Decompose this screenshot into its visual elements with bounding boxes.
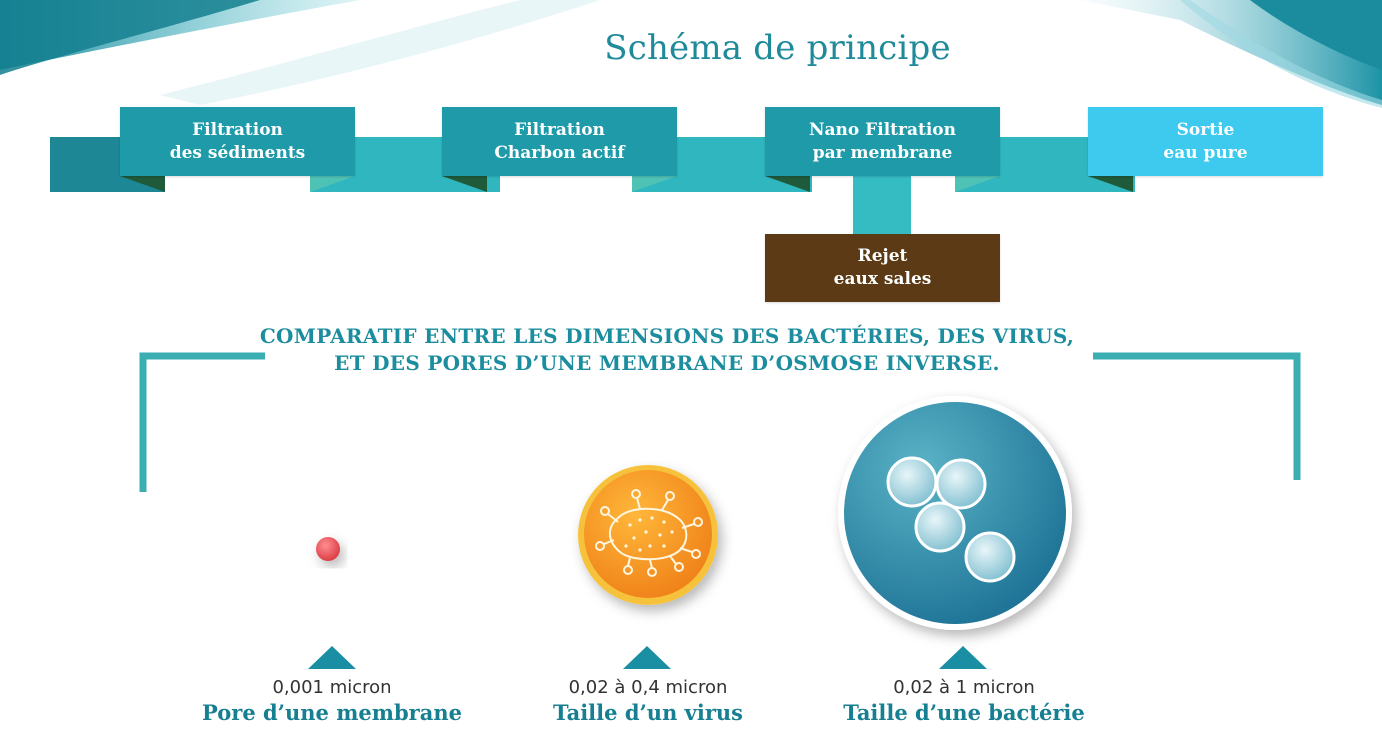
- comparison-heading-line1: COMPARATIF ENTRE LES DIMENSIONS DES BACT…: [259, 324, 1075, 348]
- flow-step-label-line2: par membrane: [812, 142, 953, 163]
- flow-step-carbon-filtration: Filtration Charbon actif: [442, 107, 677, 176]
- pore-name-label: Pore d’une membrane: [202, 700, 462, 725]
- pore-pointer-triangle: [308, 646, 356, 669]
- flow-step-label-line1: Nano Filtration: [809, 119, 956, 140]
- flow-step-sediment-filtration: Filtration des sédiments: [120, 107, 355, 176]
- virus-name-label: Taille d’un virus: [552, 700, 743, 725]
- size-comparison-illustrations: [308, 396, 1072, 669]
- membrane-pore-icon: [316, 537, 340, 561]
- flow-reject-dirty-water: Rejet eaux sales: [765, 234, 1000, 302]
- flow-step-label-line2: eau pure: [1163, 142, 1248, 163]
- reject-label-line1: Rejet: [857, 246, 908, 266]
- flow-step-pure-water-output: Sortie eau pure: [1088, 107, 1323, 176]
- flow-step-label-line1: Filtration: [514, 119, 605, 140]
- flow-step-nano-filtration: Nano Filtration par membrane: [765, 107, 1000, 176]
- bacteria-icon: [838, 396, 1072, 630]
- comparison-heading-line2: ET DES PORES D’UNE MEMBRANE D’OSMOSE INV…: [334, 351, 1000, 375]
- flow-step-label-line2: des sédiments: [169, 142, 306, 163]
- bacteria-pointer-triangle: [939, 646, 987, 669]
- pore-size-value: 0,001 micron: [272, 677, 392, 698]
- comparison-item-virus: 0,02 à 0,4 micron Taille d’un virus: [498, 677, 798, 725]
- virus-icon: [578, 465, 718, 605]
- virus-size-value: 0,02 à 0,4 micron: [568, 677, 728, 698]
- comparison-item-pore: 0,001 micron Pore d’une membrane: [182, 677, 482, 725]
- comparison-heading: COMPARATIF ENTRE LES DIMENSIONS DES BACT…: [0, 323, 1334, 377]
- reject-label-line2: eaux sales: [833, 269, 932, 289]
- flow-step-label-line1: Sortie: [1176, 119, 1235, 140]
- page-title: Schéma de principe: [604, 28, 951, 68]
- flow-step-label-line1: Filtration: [192, 119, 283, 140]
- bacteria-size-value: 0,02 à 1 micron: [893, 677, 1035, 698]
- bacteria-name-label: Taille d’une bactérie: [843, 700, 1085, 725]
- comparison-item-bacteria: 0,02 à 1 micron Taille d’une bactérie: [814, 677, 1114, 725]
- virus-pointer-triangle: [623, 646, 671, 669]
- comparison-frame-lines: [139, 352, 1301, 492]
- flow-step-label-line2: Charbon actif: [494, 142, 625, 163]
